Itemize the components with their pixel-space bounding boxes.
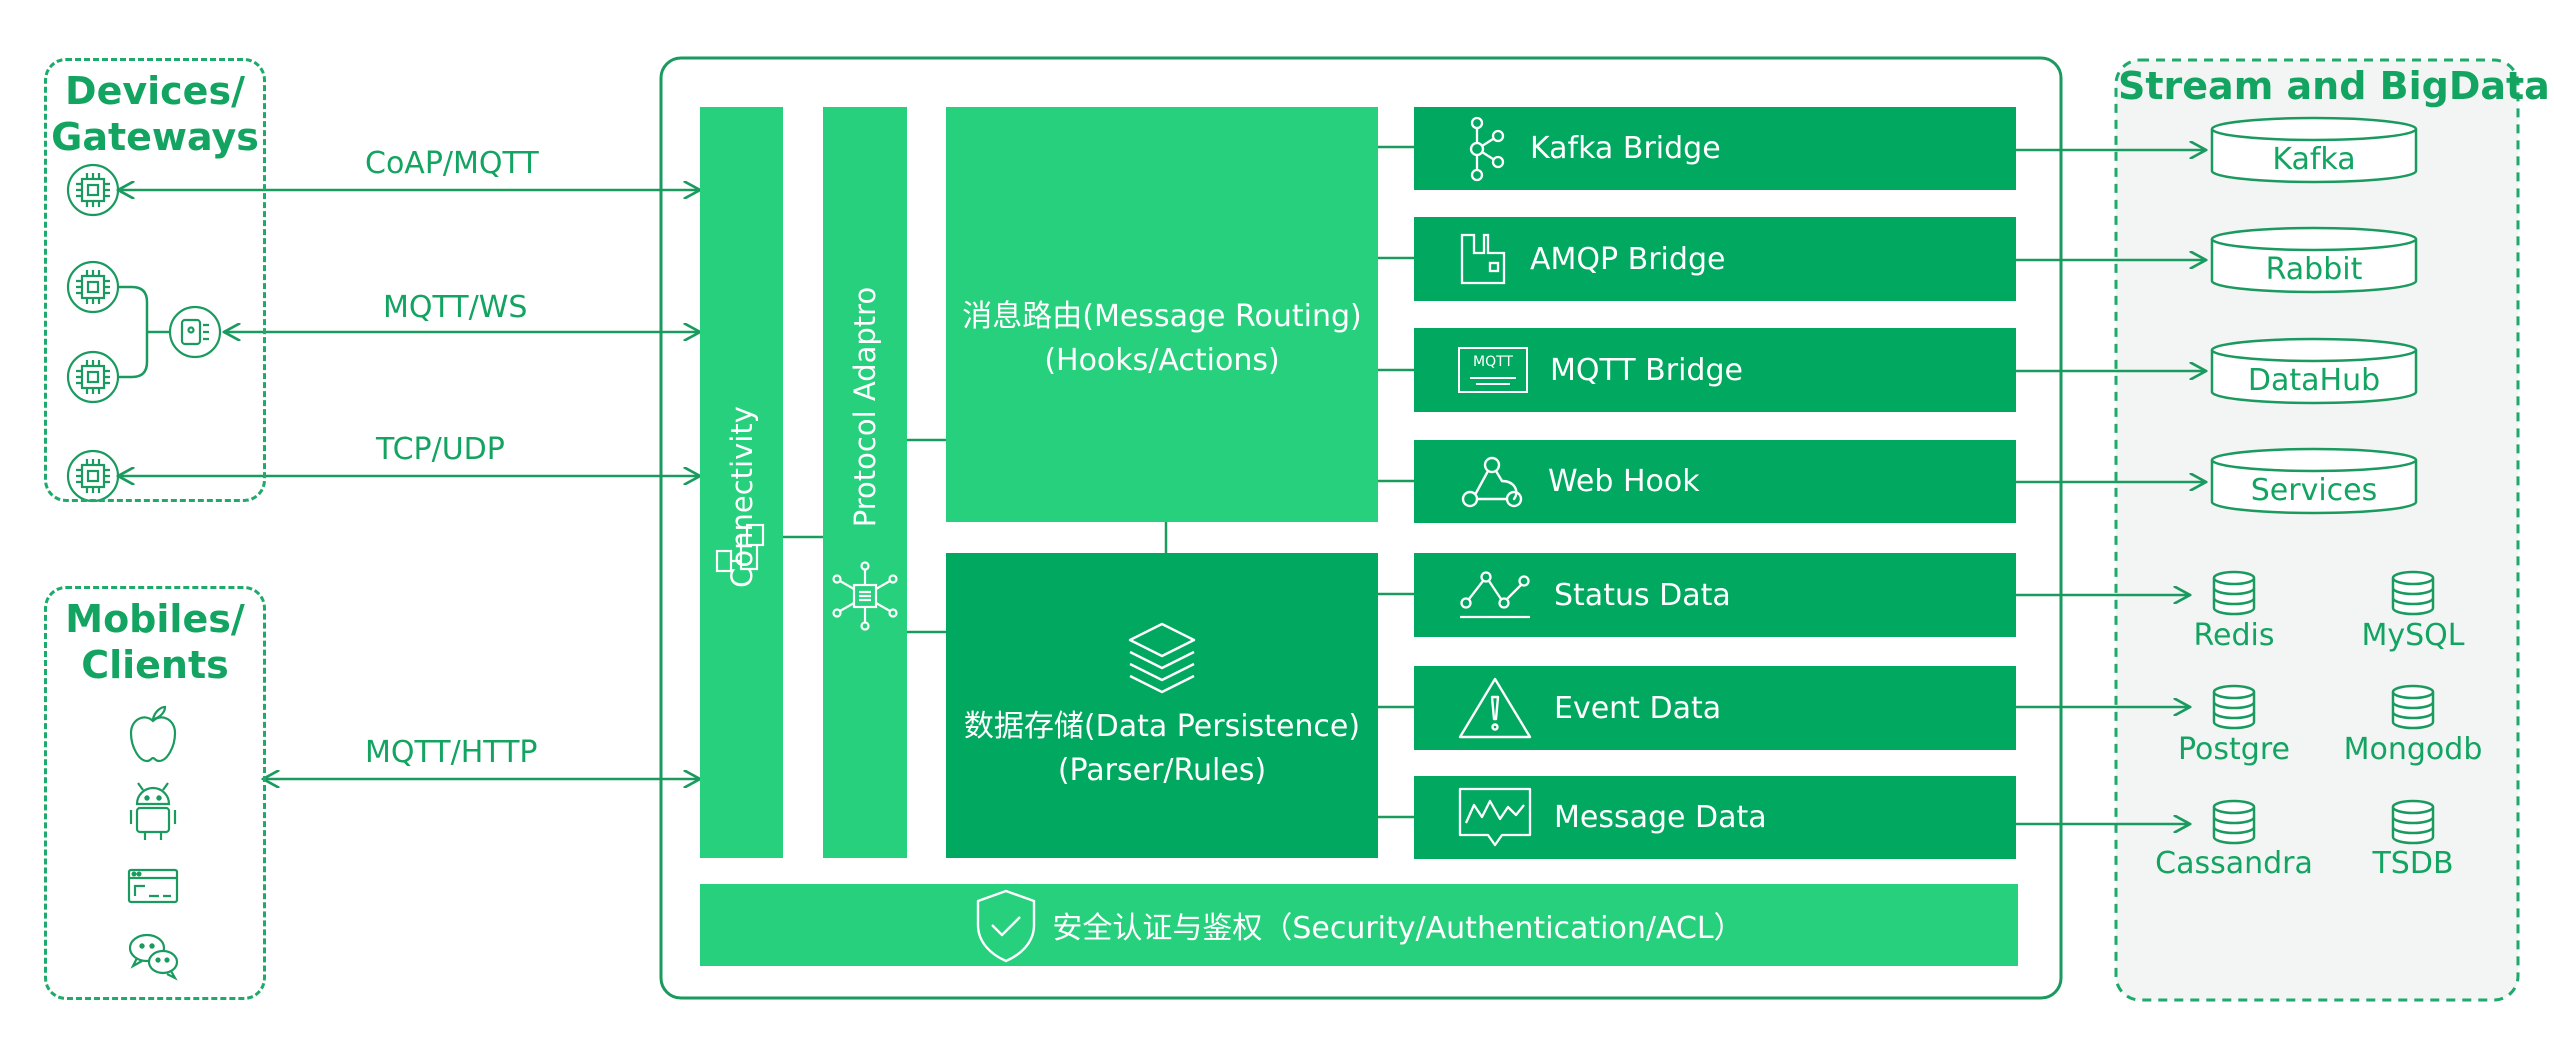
hub-icon bbox=[832, 561, 898, 631]
security-bar: 安全认证与鉴权（Security/Authentication/ACL） bbox=[700, 884, 2018, 966]
mqtt-icon-text: MQTT bbox=[1473, 354, 1513, 370]
routing-subtitle: (Hooks/Actions) bbox=[1044, 343, 1280, 378]
kafka-target-body bbox=[2210, 129, 2418, 184]
status-data-label: Status Data bbox=[1554, 577, 1731, 613]
event-data-bar: Event Data bbox=[1414, 666, 2016, 750]
chip-icons bbox=[66, 163, 222, 503]
status-icon bbox=[1460, 571, 1530, 619]
stream-panel bbox=[2114, 58, 2520, 1002]
target-rabbit: Rabbit bbox=[2265, 252, 2363, 287]
warning-icon bbox=[1458, 677, 1532, 739]
protocol-mqtt-http: MQTT/HTTP bbox=[365, 735, 538, 770]
client-icons bbox=[127, 705, 179, 981]
protocol-adaptor-column: Protocol Adaptro bbox=[823, 107, 907, 858]
db-mongodb: Mongodb bbox=[2343, 732, 2483, 767]
protocol-adaptor-label: Protocol Adaptro bbox=[848, 286, 882, 528]
kafka-bridge-label: Kafka Bridge bbox=[1530, 131, 1721, 166]
wechat-icon bbox=[128, 933, 179, 981]
protocol-coap-mqtt: CoAP/MQTT bbox=[365, 146, 539, 181]
web-icon bbox=[127, 868, 179, 904]
db-tsdb: TSDB bbox=[2372, 846, 2454, 881]
mobiles-title: Mobiles/ Clients bbox=[44, 596, 266, 688]
db-mysql: MySQL bbox=[2361, 618, 2465, 653]
mqtt-bridge-label: MQTT Bridge bbox=[1550, 352, 1743, 388]
target-services: Services bbox=[2250, 473, 2378, 508]
target-kafka: Kafka bbox=[2272, 142, 2356, 177]
persistence-title: 数据存储(Data Persistence) bbox=[963, 709, 1361, 744]
stream-title: Stream and BigData bbox=[2118, 64, 2550, 108]
shield-icon bbox=[977, 889, 1036, 963]
mobiles-title-line2: Clients bbox=[81, 643, 229, 687]
status-data-bar: Status Data bbox=[1414, 553, 2016, 637]
apple-icon bbox=[129, 705, 177, 763]
layers-icon bbox=[1128, 622, 1196, 694]
db-cassandra: Cassandra bbox=[2155, 846, 2313, 881]
web-hook-bar: Web Hook bbox=[1414, 440, 2016, 523]
connectivity-column: Connectivity bbox=[700, 107, 783, 858]
devices-title: Devices/ Gateways bbox=[44, 68, 266, 160]
webhook-icon bbox=[1461, 456, 1523, 507]
message-icon bbox=[1458, 787, 1532, 846]
routing-title: 消息路由(Message Routing) bbox=[962, 299, 1362, 334]
security-label: 安全认证与鉴权（Security/Authentication/ACL） bbox=[1052, 911, 1744, 946]
devices-title-line1: Devices/ bbox=[65, 69, 245, 113]
android-icon bbox=[129, 782, 177, 840]
devices-title-line2: Gateways bbox=[51, 115, 259, 159]
mqtt-icon: MQTT bbox=[1458, 347, 1528, 393]
mqtt-bridge-bar: MQTT MQTT Bridge bbox=[1414, 328, 2016, 412]
amqp-bridge-bar: AMQP Bridge bbox=[1414, 217, 2016, 301]
db-redis: Redis bbox=[2193, 618, 2275, 653]
devices-panel bbox=[44, 58, 266, 502]
message-data-label: Message Data bbox=[1554, 800, 1767, 835]
target-datahub: DataHub bbox=[2247, 363, 2381, 398]
message-routing-block: 消息路由(Message Routing) (Hooks/Actions) bbox=[946, 107, 1378, 522]
kafka-icon bbox=[1469, 116, 1505, 181]
db-postgre: Postgre bbox=[2178, 732, 2290, 767]
protocol-tcp-udp: TCP/UDP bbox=[376, 432, 505, 467]
message-data-bar: Message Data bbox=[1414, 776, 2016, 859]
kafka-bridge-bar: Kafka Bridge bbox=[1414, 107, 2016, 190]
persistence-subtitle: (Parser/Rules) bbox=[1057, 753, 1267, 788]
amqp-bridge-label: AMQP Bridge bbox=[1530, 241, 1726, 277]
event-data-label: Event Data bbox=[1554, 690, 1722, 726]
amqp-icon bbox=[1460, 233, 1506, 285]
web-hook-label: Web Hook bbox=[1548, 464, 1700, 499]
protocol-mqtt-ws: MQTT/WS bbox=[383, 290, 528, 325]
mobiles-title-line1: Mobiles/ bbox=[65, 597, 245, 641]
mobiles-panel bbox=[44, 586, 266, 1000]
database-icons bbox=[2212, 570, 2435, 845]
data-persistence-block: 数据存储(Data Persistence) (Parser/Rules) bbox=[946, 553, 1378, 858]
network-icon bbox=[715, 523, 765, 573]
